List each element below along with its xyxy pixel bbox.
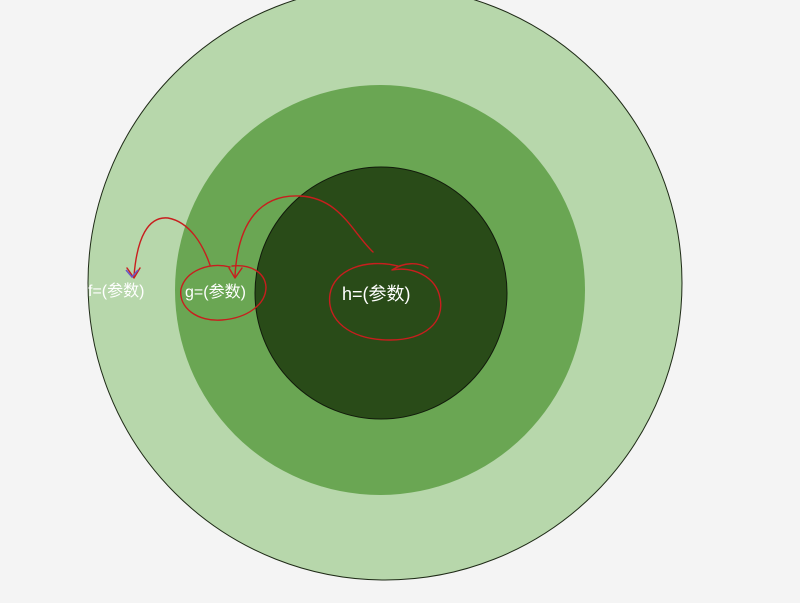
annotation-arrow-to-g [234, 195, 374, 277]
label-f: f=(参数) [88, 282, 144, 300]
label-g: g=(参数) [185, 283, 246, 301]
annotation-arrowhead-g [228, 267, 243, 279]
cursor-mark [125, 269, 139, 279]
label-h: h=(参数) [342, 284, 411, 304]
annotation-arrow-to-f [133, 217, 211, 277]
annotation-circle-g [180, 264, 267, 321]
annotation-circle-h [328, 262, 442, 341]
inner-scope-circle [254, 166, 508, 420]
annotation-arrowhead-f [126, 267, 141, 279]
